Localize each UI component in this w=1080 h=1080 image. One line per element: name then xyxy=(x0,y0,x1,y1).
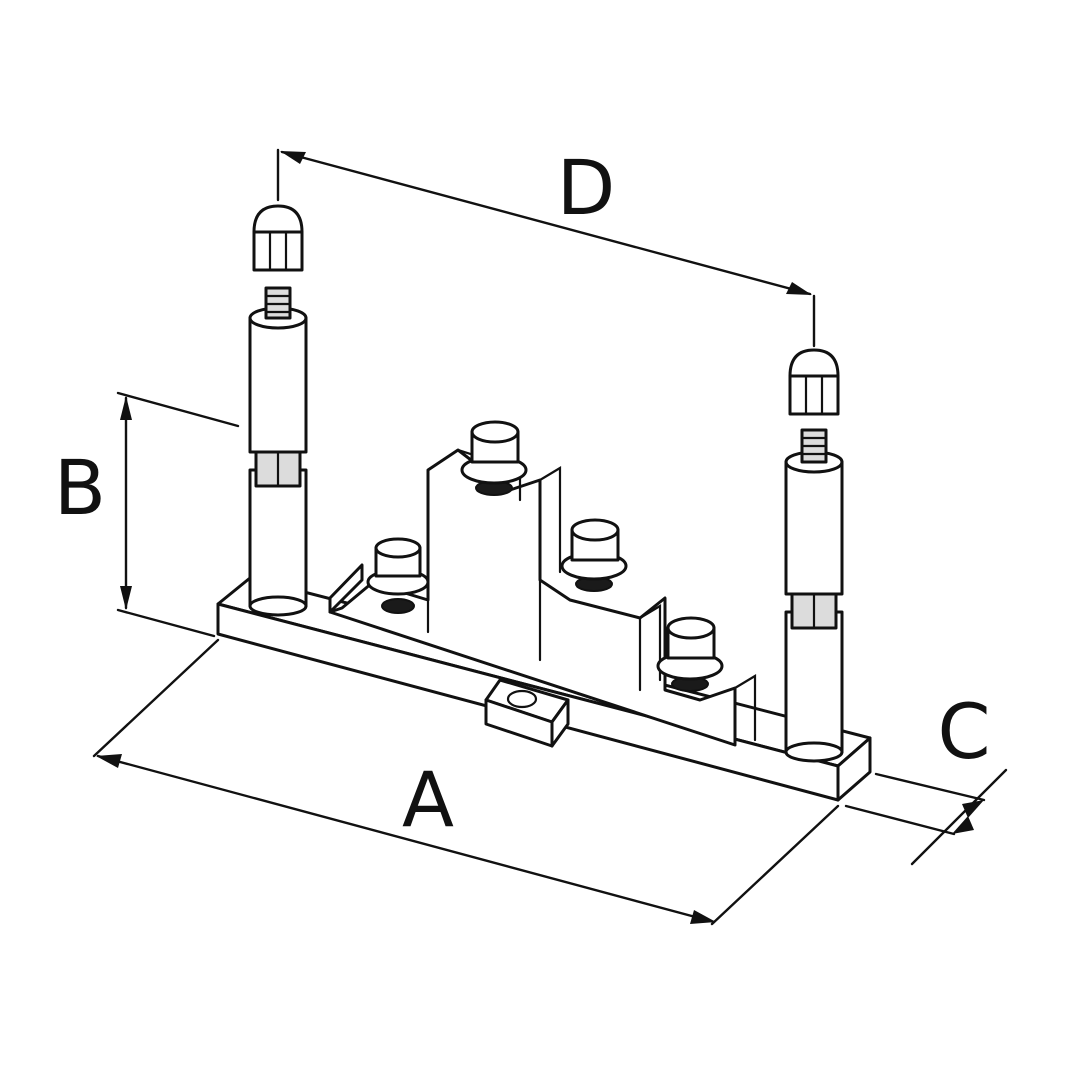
dimension-a xyxy=(92,638,840,926)
dimension-d xyxy=(276,148,816,348)
dimension-c xyxy=(844,768,1008,866)
right-cap-nut xyxy=(788,348,840,416)
left-cap-nut xyxy=(252,204,304,272)
dimension-label-b: B xyxy=(54,443,106,532)
hex-bolt-2 xyxy=(460,420,528,496)
stepped-busbar xyxy=(328,448,757,747)
hex-bolt-1 xyxy=(366,537,430,614)
dimension-label-a: A xyxy=(402,755,454,844)
left-support-post xyxy=(248,286,308,617)
square-nut xyxy=(484,678,570,748)
dimension-label-c: C xyxy=(937,687,990,776)
dimension-b xyxy=(116,391,240,638)
right-support-post xyxy=(784,428,844,763)
dimension-label-d: D xyxy=(557,143,616,232)
hex-bolt-4 xyxy=(656,616,724,692)
hex-bolt-3 xyxy=(560,518,628,592)
